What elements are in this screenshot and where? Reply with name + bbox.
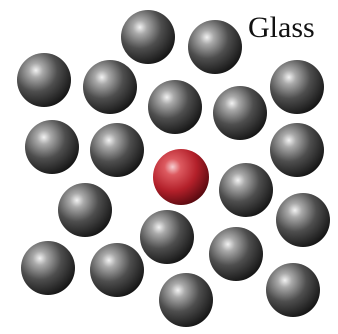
glass-atom (17, 53, 71, 107)
glass-atom (140, 210, 194, 264)
highlighted-atom (153, 149, 209, 205)
glass-atom (58, 183, 112, 237)
glass-label: Glass (248, 8, 315, 48)
glass-atom (83, 60, 137, 114)
glass-atom (21, 241, 75, 295)
glass-atom (276, 193, 330, 247)
glass-atom (270, 60, 324, 114)
glass-atom (188, 20, 242, 74)
glass-atom (90, 123, 144, 177)
glass-atom (209, 227, 263, 281)
glass-atom (90, 243, 144, 297)
glass-atom (121, 10, 175, 64)
glass-atom (270, 123, 324, 177)
glass-atom (148, 80, 202, 134)
glass-atom (266, 263, 320, 317)
glass-atom (25, 120, 79, 174)
glass-atom (213, 86, 267, 140)
glass-atom (159, 273, 213, 327)
glass-atom (219, 163, 273, 217)
